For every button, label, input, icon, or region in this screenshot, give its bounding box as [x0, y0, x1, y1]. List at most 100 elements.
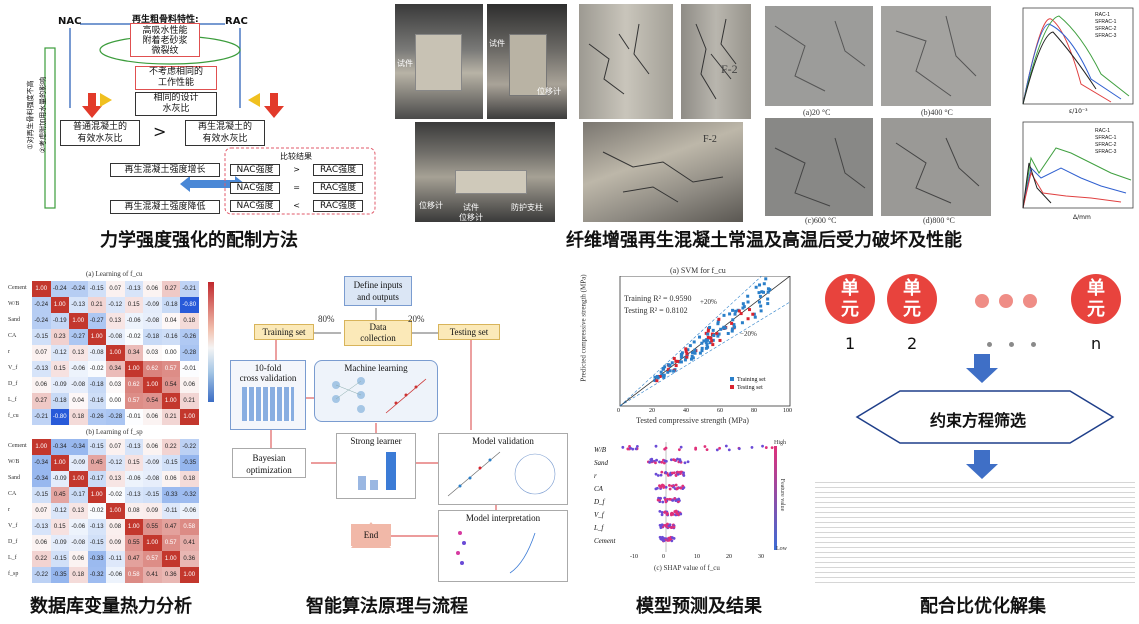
scatter-point — [684, 349, 688, 353]
heatmap-row-label: D_f — [8, 381, 18, 387]
scatter-point — [674, 364, 678, 368]
shap-var-3: r — [594, 472, 597, 480]
shap-point — [662, 485, 666, 488]
scatter-point — [680, 353, 684, 357]
scatter-point — [706, 335, 710, 339]
panel-optimization: 单元 单元 单元 1 2 n 约束方程筛选 — [815, 262, 1135, 587]
wc-line-1: 相同的设计 — [153, 93, 199, 103]
ellipsis-dot-3 — [1023, 294, 1037, 308]
ellipsis-dot-1 — [975, 294, 989, 308]
heatmap-cell: 0.18 — [180, 313, 199, 329]
shap-var-4: CA — [594, 485, 603, 493]
wc-line-2: 水灰比 — [162, 104, 190, 114]
heatmap-cell: 0.09 — [143, 503, 162, 519]
scatter-point — [752, 312, 756, 316]
heatmap-cell: 0.06 — [69, 551, 88, 567]
scatter-point — [686, 348, 690, 352]
shap-var-2: Sand — [594, 459, 608, 467]
heatmap-cell: -0.16 — [87, 393, 106, 409]
prop-1: 高吸水性能 — [142, 26, 188, 36]
prop-2: 附着老砂浆 — [142, 36, 188, 46]
scatter-point — [715, 332, 719, 336]
heatmap-cell: -0.08 — [143, 313, 162, 329]
heatmap-row-label: Sand — [8, 475, 20, 481]
heatmap-cell: 1.00 — [143, 535, 162, 551]
heatmap-cell: -0.19 — [50, 313, 69, 329]
heatmap-row-label: f_sp — [8, 571, 19, 577]
scatter-point — [762, 290, 766, 294]
scatter-point — [766, 290, 770, 294]
unit-2-top: 单 — [903, 278, 921, 299]
curve1-legend-4: SFRAC-3 — [1095, 33, 1117, 39]
scatter-point — [708, 341, 712, 345]
heatmap-cell: -0.27 — [87, 313, 106, 329]
shap-point — [661, 500, 665, 504]
heatmap-cell: 0.07 — [106, 281, 125, 297]
shap-point — [654, 444, 658, 448]
scatter-point — [730, 321, 734, 325]
down-arrow-1 — [966, 354, 998, 383]
shap-point — [671, 499, 675, 502]
shap-point — [648, 460, 652, 464]
scatter-point — [766, 297, 770, 301]
heatmap-cell: 0.27 — [32, 393, 51, 409]
heatmap-cell: -0.06 — [124, 471, 143, 487]
scatter-point — [748, 308, 752, 312]
scatter-point — [730, 329, 734, 333]
heatmap-cell: 1.00 — [180, 567, 199, 583]
heatmap-cell: -0.27 — [69, 329, 88, 345]
shap-point — [666, 522, 669, 526]
curve1-xunit: ε/10⁻³ — [1069, 108, 1088, 115]
heatmap-cell: -0.13 — [32, 361, 51, 377]
shap-point — [677, 500, 680, 503]
scatter-point — [692, 340, 696, 344]
heatmap-cell: -0.09 — [50, 535, 69, 551]
legend-train-label: Training set — [737, 377, 766, 383]
unit-n: 单元 — [1071, 274, 1121, 324]
heatmap-cell: 0.34 — [106, 361, 125, 377]
shap-point — [672, 525, 676, 529]
heatmap-cell: 0.54 — [143, 393, 162, 409]
shap-point — [631, 447, 635, 451]
shap-point — [674, 509, 678, 513]
shap-point — [674, 499, 678, 503]
scatter-point — [661, 367, 665, 371]
scatter-point — [711, 328, 715, 332]
scatter-point — [717, 332, 721, 336]
shap-point — [694, 446, 698, 450]
heatmap-cell: 0.57 — [124, 393, 143, 409]
training-set-box: Training set — [254, 324, 314, 340]
compare-right-3: RAC强度 — [313, 200, 364, 212]
heatmap-cell: -0.12 — [50, 345, 69, 361]
heatmap-cell: -0.34 — [69, 439, 88, 455]
heatmap-cell: 0.15 — [50, 361, 69, 377]
heatmap-cell: 0.03 — [106, 377, 125, 393]
heatmap-cell: 0.04 — [69, 393, 88, 409]
shap-point — [656, 498, 660, 502]
unit-2-bottom: 元 — [903, 299, 921, 320]
heatmap-cell: -0.24 — [32, 313, 51, 329]
shap-point — [664, 498, 667, 502]
scatter-point — [741, 306, 745, 310]
scatter-point — [698, 351, 702, 355]
shap-point — [660, 513, 664, 517]
shap-point — [737, 447, 741, 451]
scatter-point — [700, 341, 704, 345]
heatmap-cell: 1.00 — [69, 471, 88, 487]
scatter-point — [740, 321, 744, 325]
shap-vars: W/B Sand r CA D_f V_f L_f Cement — [594, 444, 615, 548]
scatter-point — [706, 329, 710, 333]
scatter-point — [716, 334, 720, 338]
shap-point — [654, 461, 657, 465]
prop-3: 微裂纹 — [151, 46, 179, 56]
heatmap-cell: -0.02 — [124, 329, 143, 345]
heatmap-cell: 0.57 — [161, 361, 180, 377]
heatmap-cell: 1.00 — [32, 281, 51, 297]
cv-box: 10-fold cross validation — [230, 360, 306, 430]
heatmap-cell: -0.15 — [161, 455, 180, 471]
shap-point — [682, 471, 685, 475]
aggregate-props: 高吸水性能 附着老砂浆 微裂纹 — [130, 23, 200, 57]
heatmap-cell: -0.13 — [124, 439, 143, 455]
heatmap-cell: -0.15 — [87, 535, 106, 551]
heatmap-cell: -0.24 — [69, 281, 88, 297]
